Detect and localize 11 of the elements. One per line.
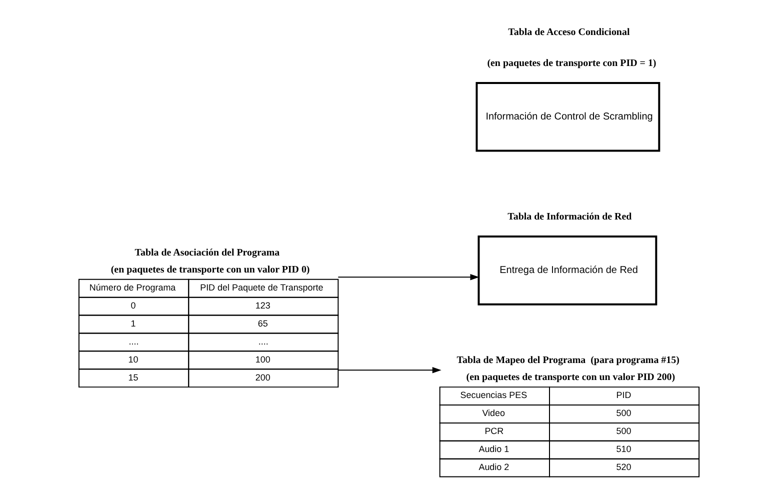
node-label: (en paquetes de transporte con PID = 1) xyxy=(487,58,656,70)
node-box: Entrega de Información de Red xyxy=(478,236,658,306)
node-label: Tabla de Acceso Condicional xyxy=(508,27,630,38)
node-label: (en paquetes de transporte con un valor PID 200) xyxy=(466,372,676,384)
node-label: Tabla de Mapeo del Programa (para programa #15) xyxy=(456,355,680,366)
arrow xyxy=(338,274,480,280)
node-box: Información de Control de Scrambling xyxy=(476,82,660,152)
node-label: Tabla de Información de Red xyxy=(508,212,632,223)
arrow xyxy=(338,366,442,374)
node-label: Tabla de Asociación del Programa xyxy=(134,247,280,258)
node-label: (en paquetes de transporte con un valor PID 0) xyxy=(110,264,310,276)
